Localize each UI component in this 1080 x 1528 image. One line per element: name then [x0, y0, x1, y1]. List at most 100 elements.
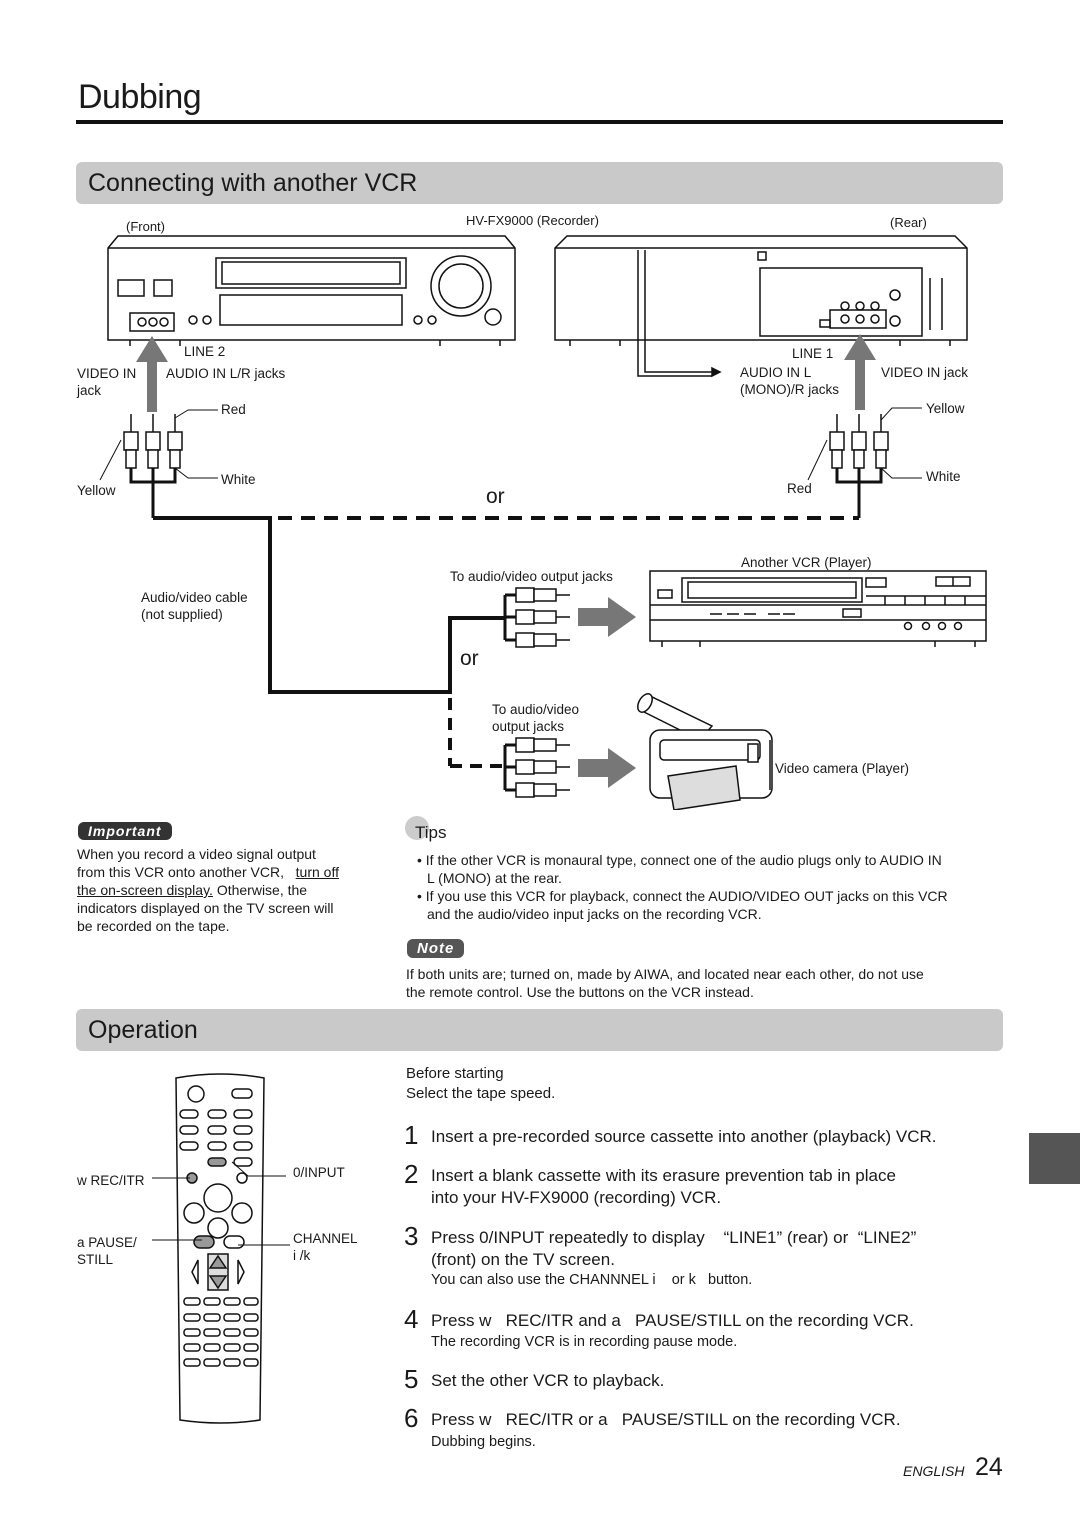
input-label: 0/INPUT: [293, 1165, 345, 1180]
line2-label: LINE 2: [184, 344, 226, 359]
to-av-output-2-label: To audio/video: [492, 702, 580, 717]
video-camera-illustration: [637, 693, 773, 810]
page-title: Dubbing: [78, 78, 202, 116]
white-right-label: White: [926, 469, 961, 484]
step-text: Set the other VCR to playback.: [431, 1371, 665, 1390]
tips-list: • If the other VCR is monaural type, con…: [417, 851, 1017, 923]
yellow-left-label: Yellow: [77, 483, 116, 498]
cable-note-label: (not supplied): [141, 607, 223, 622]
important-badge: Important: [78, 822, 172, 840]
important-underline: turn off: [295, 864, 339, 880]
or-label-mid: or: [460, 647, 479, 670]
note-line: the remote control. Use the buttons on t…: [406, 984, 754, 1000]
video-in-jack-label-2: jack: [77, 383, 102, 398]
arrow-line2-icon: [136, 336, 168, 412]
important-text-span: Otherwise, the: [212, 882, 308, 898]
step-text: into your HV-FX9000 (recording) VCR.: [431, 1188, 722, 1207]
step-number: 2: [404, 1159, 419, 1189]
important-line: indicators displayed on the TV screen wi…: [77, 900, 334, 916]
tip-text: and the audio/video input jacks on the r…: [427, 906, 762, 922]
important-underline: the on-screen display.: [77, 882, 213, 898]
tip-text: L (MONO) at the rear.: [427, 870, 562, 886]
video-in-jack-right-label: VIDEO IN jack: [881, 365, 969, 380]
audio-in-l-label: AUDIO IN L: [740, 365, 812, 380]
before-starting-text: Select the tape speed.: [406, 1085, 556, 1102]
step-number: 1: [404, 1120, 419, 1150]
important-line: When you record a video signal output: [77, 846, 316, 862]
step-text: Press w REC/ITR or a PAUSE/STILL on the …: [431, 1410, 901, 1429]
another-vcr-label: Another VCR (Player): [741, 555, 872, 570]
note-badge: Note: [407, 939, 465, 958]
still-label: STILL: [77, 1252, 114, 1267]
arrow-to-camera-icon: [578, 748, 636, 788]
important-line: be recorded on the tape.: [77, 918, 230, 934]
channel-arrows-label: i /k: [293, 1248, 311, 1263]
tips-icon: [405, 816, 429, 840]
left-plugs: [99, 409, 218, 518]
step-text: (front) on the TV screen.: [431, 1250, 615, 1269]
step-number: 4: [404, 1304, 419, 1334]
to-av-output-label: To audio/video output jacks: [450, 569, 613, 584]
channel-label: CHANNEL: [293, 1231, 358, 1246]
plug-set-1: [503, 587, 570, 648]
pause-label: a PAUSE/: [77, 1235, 137, 1250]
front-vcr-illustration: [107, 235, 516, 346]
rear-vcr-illustration: [554, 235, 968, 378]
important-text: When you record a video signal output fr…: [77, 845, 387, 935]
step-number: 5: [404, 1364, 419, 1394]
video-camera-label: Video camera (Player): [775, 761, 910, 776]
section-header-operation: Operation: [76, 1009, 1003, 1051]
footer-language: ENGLISH: [903, 1463, 965, 1479]
av-cable: [153, 516, 859, 768]
step-text: Press 0/INPUT repeatedly to display “LIN…: [431, 1228, 917, 1247]
section-thumb-tab: [1029, 1133, 1080, 1184]
important-line: the on-screen display. Otherwise, the: [77, 881, 387, 899]
step-number: 3: [404, 1221, 419, 1251]
page-number: 24: [975, 1453, 1003, 1481]
step-subtext: The recording VCR is in recording pause …: [431, 1334, 738, 1350]
note-text: If both units are; turned on, made by AI…: [406, 965, 1006, 1001]
important-line: from this VCR onto another VCR, turn off: [77, 863, 387, 881]
important-text-span: from this VCR onto another VCR,: [77, 864, 284, 880]
connection-diagram: [99, 235, 987, 810]
rear-label: (Rear): [890, 215, 927, 230]
yellow-right-label: Yellow: [926, 401, 965, 416]
or-label-top: or: [486, 485, 505, 508]
recorder-label: HV-FX9000 (Recorder): [466, 213, 599, 228]
before-starting: Before starting Select the tape speed.: [406, 1064, 555, 1104]
player-vcr-illustration: [649, 570, 987, 647]
remote-callout-lines: [152, 1161, 290, 1246]
to-av-output-2-label-b: output jacks: [492, 719, 565, 734]
tip-text: If you use this VCR for playback, connec…: [425, 888, 948, 904]
plug-set-2: [503, 737, 570, 798]
section-header-connecting: Connecting with another VCR: [76, 162, 1003, 204]
rec-itr-label: w REC/ITR: [77, 1173, 145, 1188]
tip-text: If the other VCR is monaural type, conne…: [425, 852, 942, 868]
step-text: Insert a blank cassette with its erasure…: [431, 1166, 896, 1185]
section-title: Operation: [88, 1016, 198, 1044]
tips-title: Tips: [415, 823, 447, 842]
step-subtext: You can also use the CHANNNEL i or k but…: [431, 1272, 753, 1288]
right-plugs: [807, 407, 922, 518]
white-left-label: White: [221, 472, 256, 487]
line1-label: LINE 1: [792, 346, 834, 361]
step-number: 6: [404, 1403, 419, 1433]
note-line: If both units are; turned on, made by AI…: [406, 966, 924, 982]
audio-in-mono-label: (MONO)/R jacks: [740, 382, 839, 397]
before-starting-title: Before starting: [406, 1065, 504, 1082]
video-in-jack-label: VIDEO IN: [77, 366, 137, 381]
cable-label: Audio/video cable: [141, 590, 248, 605]
step-subtext: Dubbing begins.: [431, 1434, 536, 1450]
tip-item: • If the other VCR is monaural type, con…: [417, 852, 942, 868]
step-text: Press w REC/ITR and a PAUSE/STILL on the…: [431, 1311, 914, 1330]
tip-item: • If you use this VCR for playback, conn…: [417, 888, 948, 904]
front-label: (Front): [126, 219, 165, 234]
red-left-label: Red: [221, 402, 246, 417]
audio-in-lr-label: AUDIO IN L/R jacks: [166, 366, 286, 381]
arrow-line1-icon: [844, 334, 876, 410]
title-rule: [76, 120, 1003, 124]
step-text: Insert a pre-recorded source cassette in…: [431, 1127, 937, 1146]
arrow-to-player-icon: [578, 597, 636, 637]
red-right-label: Red: [787, 481, 812, 496]
section-title: Connecting with another VCR: [88, 169, 418, 197]
